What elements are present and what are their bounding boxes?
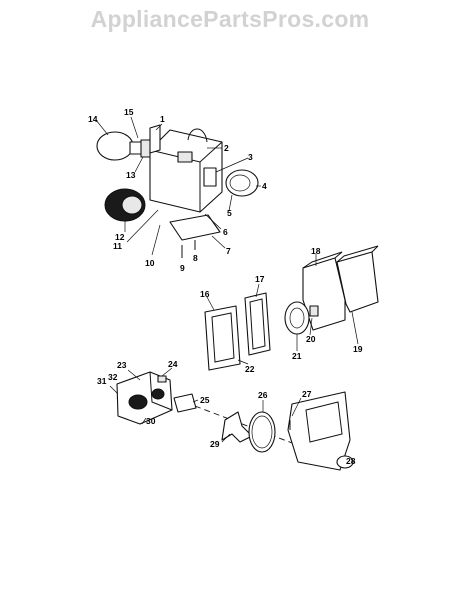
callout-28: 28 (346, 456, 356, 466)
callout-14: 14 (88, 114, 98, 124)
callout-13: 13 (126, 170, 136, 180)
callout-1: 1 (160, 114, 165, 124)
clip (157, 375, 167, 383)
bulb-socket-collar (129, 141, 143, 155)
middle-assembly: 16 17 18 19 20 21 22 (200, 245, 379, 374)
light-bulb (96, 131, 134, 161)
callout-26: 26 (258, 390, 268, 400)
motor-bracket (173, 393, 197, 413)
callout-25: 25 (200, 395, 210, 405)
mounting-bracket (149, 124, 161, 154)
fan-ring (248, 411, 276, 453)
callout-30: 30 (146, 416, 156, 426)
callout-11: 11 (113, 241, 122, 251)
callout-4: 4 (262, 181, 267, 191)
base-plate (169, 214, 221, 241)
duct-frame-17 (244, 292, 271, 356)
callout-32: 32 (108, 372, 118, 382)
callout-19: 19 (353, 344, 363, 354)
motor-winding (128, 394, 148, 410)
callout-18: 18 (311, 246, 321, 256)
callout-21: 21 (292, 351, 302, 361)
callout-17: 17 (255, 274, 265, 284)
callout-22: 22 (245, 364, 255, 374)
outlet-collar (336, 455, 354, 469)
callout-6: 6 (223, 227, 228, 237)
callout-24: 24 (168, 359, 178, 369)
callout-10: 10 (145, 258, 155, 268)
callout-16: 16 (200, 289, 210, 299)
cover-19 (336, 251, 379, 313)
callout-12: 12 (115, 232, 125, 242)
callout-8: 8 (193, 253, 198, 263)
switch (177, 151, 193, 163)
knob (309, 305, 319, 317)
callout-31: 31 (97, 376, 107, 386)
control-housing (149, 129, 223, 213)
terminal-block (203, 167, 217, 187)
callout-23: 23 (117, 360, 127, 370)
callout-7: 7 (226, 246, 231, 256)
callout-29: 29 (210, 439, 220, 449)
callout-27: 27 (302, 389, 312, 399)
callout-20: 20 (306, 334, 316, 344)
blower-housing (287, 391, 351, 471)
top-assembly: 1 2 3 4 5 6 7 8 9 10 11 12 13 14 15 (88, 107, 267, 273)
callout-2: 2 (224, 143, 229, 153)
bottom-assembly: 23 24 25 26 27 28 29 30 31 32 (97, 359, 356, 471)
callout-9: 9 (180, 263, 185, 273)
callout-15: 15 (124, 107, 134, 117)
watermark: AppliancePartsPros.com (90, 6, 370, 32)
callout-3: 3 (248, 152, 253, 162)
round-plate (284, 301, 310, 335)
callout-5: 5 (227, 208, 232, 218)
round-cover (225, 169, 259, 197)
